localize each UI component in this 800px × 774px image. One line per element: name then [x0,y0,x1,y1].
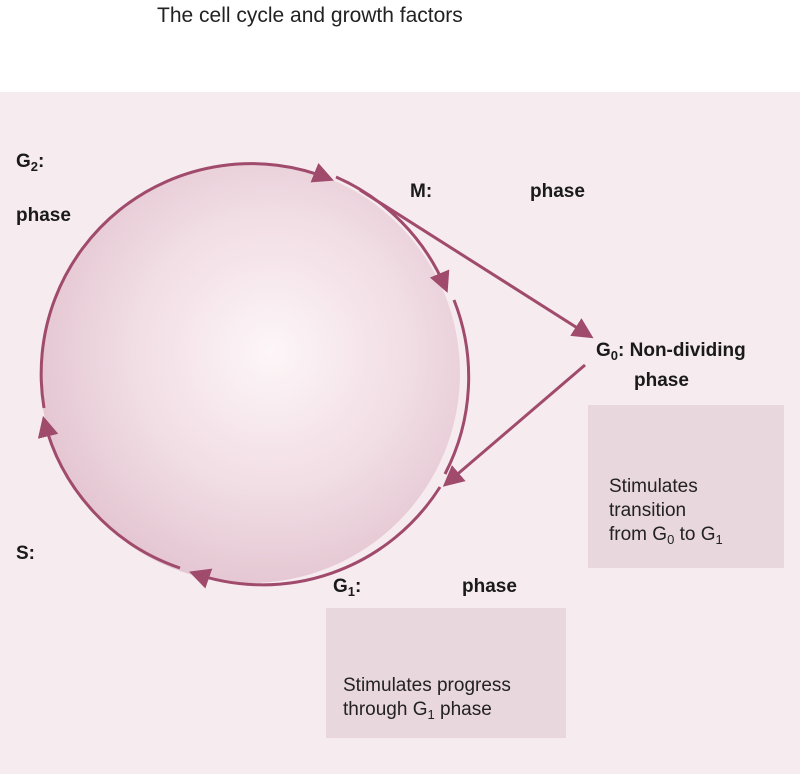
g0-letter: G [596,340,611,361]
g2-label: G2: [16,151,44,173]
arrow-from-g0 [442,363,586,487]
cell-circle [40,163,460,583]
transition-box-text: Stimulates transition from G0 to G1 [609,475,723,547]
transition-box [588,405,784,568]
g1-suffix: : [355,576,362,597]
g1-sub: 1 [347,584,356,599]
m-phase-label: phase [530,181,585,202]
transition-line2: transition [609,500,687,521]
g0-suffix: : Non-dividing [618,340,746,361]
g0-phase-label: phase [634,370,689,391]
diagram-title: The cell cycle and growth factors [157,4,463,27]
transition-line3: from G0 to G1 [609,524,723,547]
arc-right [443,299,471,475]
progress-line1: Stimulates progress [343,675,511,696]
arc-s-to-g2 [37,415,181,570]
s-label: S: [16,543,35,564]
g2-suffix: : [38,151,45,172]
transition-line1: Stimulates [609,476,698,497]
g0-sub: 0 [610,348,619,363]
arc-m-segment [335,175,450,293]
progress-box [326,608,566,738]
m-label: M: [410,181,433,202]
g2-sub: 2 [30,159,39,174]
g2-phase-label: phase [16,205,71,226]
arc-g1-to-s [189,486,442,589]
g0-label: G0: Non-dividing [596,340,746,362]
progress-line2: through G1 phase [343,699,492,722]
arc-g2-to-m [39,162,334,409]
progress-box-text: Stimulates progress through G1 phase [343,674,511,722]
g1-letter: G [333,576,348,597]
g2-letter: G [16,151,31,172]
g1-phase-label: phase [462,576,517,597]
g1-label: G1: [333,576,361,598]
arrow-to-g0 [359,188,594,339]
